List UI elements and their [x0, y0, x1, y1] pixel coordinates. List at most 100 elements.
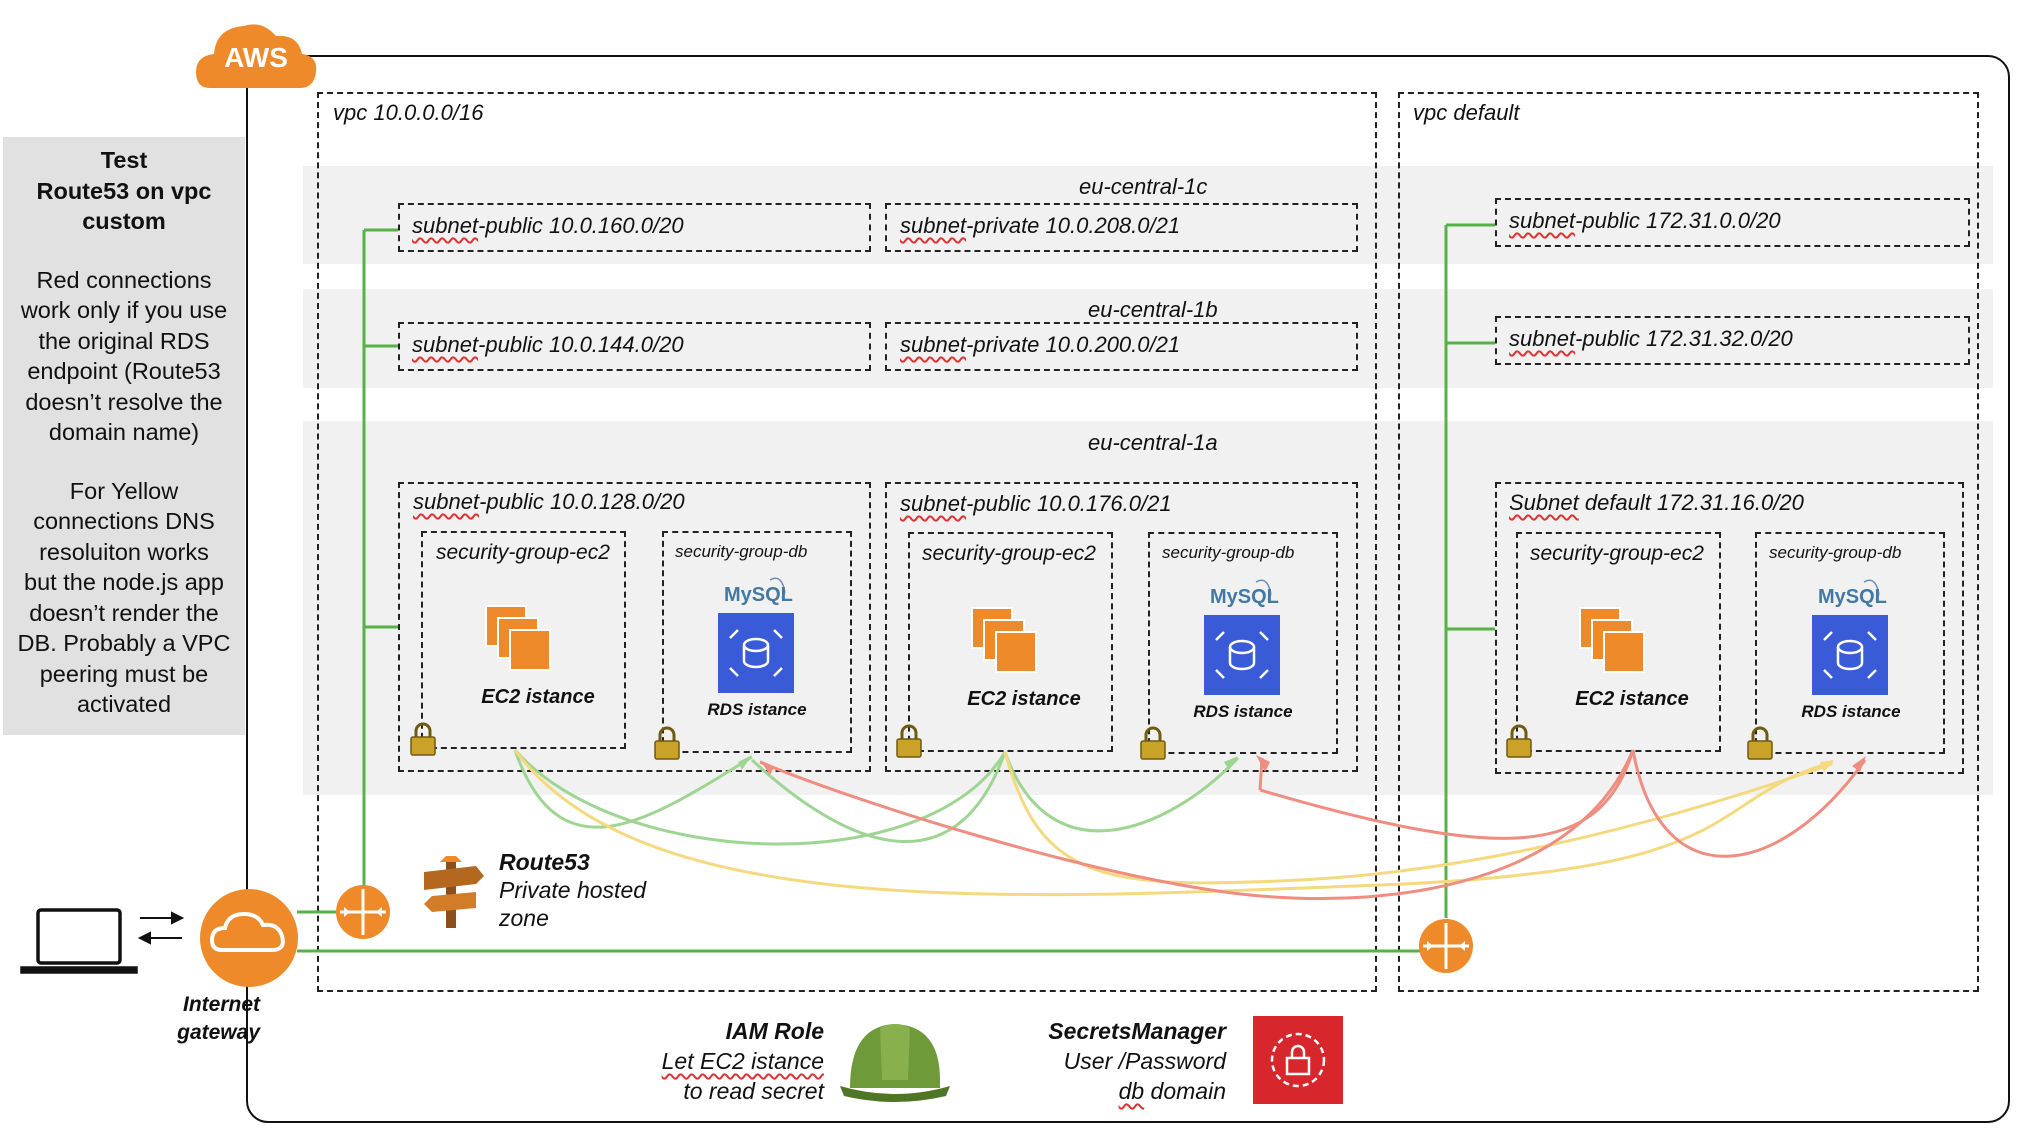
- secrets-manager-title: SecretsManager: [1048, 1018, 1226, 1044]
- note-title-3: custom: [82, 208, 166, 234]
- subnet-label-private-200: subnet-private 10.0.200.0/21: [900, 332, 1181, 357]
- ec2-icon-a1: [485, 605, 551, 671]
- iam-role-line1: Let EC2 istance: [661, 1048, 824, 1074]
- sg-db-label-a1: security-group-db: [675, 542, 808, 561]
- padlock-icon: [410, 722, 436, 756]
- sg-db-label-d: security-group-db: [1769, 543, 1902, 562]
- vpc-custom-box: [317, 92, 1377, 992]
- vpc-default-label: vpc default: [1413, 100, 1520, 125]
- yellow-connections: [513, 749, 1834, 897]
- aws-badge-label: AWS: [224, 42, 288, 73]
- subnet-label-public-144: subnet-public 10.0.144.0/20: [412, 332, 684, 357]
- note-yellow-7: peering must be: [39, 660, 209, 687]
- az-label-1b: eu-central-1b: [1088, 297, 1218, 322]
- route53-label: Route53 Private hosted zone: [499, 848, 646, 932]
- subnet-label-public-176: subnet-public 10.0.176.0/21: [900, 491, 1172, 516]
- sg-ec2-box-a1: [421, 531, 626, 749]
- secrets-manager-line2: db domain: [1118, 1078, 1226, 1104]
- internet-gateway-icon: [200, 889, 298, 987]
- vpc-custom-label: vpc 10.0.0.0/16: [333, 100, 484, 125]
- padlock-icons: [410, 722, 1773, 760]
- note-yellow-3: resoluiton works: [39, 538, 209, 565]
- padlock-icon: [654, 726, 680, 760]
- subnet-public-160-box: [398, 203, 871, 252]
- mysql-dolphin-icons: [769, 577, 1880, 601]
- rds-icon-a1: [718, 613, 794, 693]
- subnet-default-16-box: [1495, 482, 1964, 774]
- az-label-1c: eu-central-1c: [1079, 174, 1208, 199]
- internet-gateway-line2: gateway: [177, 1021, 260, 1044]
- secrets-manager-line1: User /Password: [1063, 1048, 1226, 1074]
- route-lines-custom: [297, 228, 398, 914]
- sg-ec2-label-a2: security-group-ec2: [922, 542, 1096, 565]
- subnet-private-208-box: [885, 203, 1358, 252]
- mysql-logo-a2: MySQL: [1210, 586, 1279, 608]
- sg-db-box-d: [1755, 532, 1945, 754]
- route53-title: Route53: [499, 849, 590, 875]
- green-connections: [513, 749, 1240, 846]
- test-note-panel: Test Route53 on vpc custom Red connectio…: [3, 137, 245, 735]
- sg-ec2-label-d: security-group-ec2: [1530, 542, 1704, 565]
- note-red-2: work only if you use: [20, 297, 228, 323]
- ec2-label-a2: EC2 istance: [967, 688, 1081, 710]
- mysql-logo-a1: MySQL: [724, 584, 793, 606]
- iam-role-label: IAM Role Let EC2 istance to read secret: [600, 1016, 824, 1106]
- az-label-1a: eu-central-1a: [1088, 430, 1218, 455]
- bidirectional-arrows-icon: [137, 911, 185, 945]
- subnet-public-176-box: [885, 482, 1358, 772]
- note-title-1: Test: [100, 147, 148, 173]
- router-icon-default: [1419, 919, 1473, 973]
- laptop-icon: [20, 908, 138, 974]
- note-yellow-6: DB. Probably a VPC: [17, 630, 231, 656]
- iam-role-line2: to read secret: [683, 1078, 824, 1104]
- ec2-icon-a2: [971, 607, 1037, 673]
- subnet-label-default-16: Subnet default 172.31.16.0/20: [1509, 490, 1804, 515]
- iam-role-title: IAM Role: [725, 1018, 824, 1044]
- ec2-label-a1: EC2 istance: [481, 686, 595, 708]
- aws-cloud-boundary: [246, 55, 2010, 1123]
- secrets-manager-label: SecretsManager User /Password db domain: [1000, 1016, 1226, 1106]
- router-icon-custom: [336, 885, 390, 939]
- subnet-private-200-box: [885, 322, 1358, 371]
- rds-label-a2: RDS istance: [1193, 702, 1293, 721]
- arrow-heads: [738, 755, 1866, 775]
- vpc-default-box: [1398, 92, 1979, 992]
- note-red-3: the original RDS: [38, 327, 210, 354]
- az-band-1b: [303, 289, 1993, 388]
- note-red-5: doesn’t resolve the: [25, 388, 223, 415]
- rds-icon-d: [1812, 615, 1888, 695]
- route-lines-default: [297, 223, 1495, 953]
- ec2-icon-d: [1579, 607, 1645, 673]
- rds-icon-a2: [1204, 615, 1280, 695]
- subnet-public-32-box: [1495, 316, 1970, 365]
- sg-db-box-a1: [662, 531, 852, 753]
- subnet-label-public-128: subnet-public 10.0.128.0/20: [413, 489, 685, 514]
- note-yellow-1: For Yellow: [69, 477, 179, 504]
- sg-db-box-a2: [1148, 532, 1338, 754]
- route53-line1: Private hosted: [499, 877, 647, 903]
- sg-db-label-a2: security-group-db: [1162, 543, 1295, 562]
- subnet-label-private-208: subnet-private 10.0.208.0/21: [900, 213, 1181, 238]
- note-title-2: Route53 on vpc: [36, 177, 212, 204]
- route53-line2: zone: [499, 905, 549, 931]
- az-band-1c: [303, 166, 1993, 264]
- subnet-label-public-32: subnet-public 172.31.32.0/20: [1509, 326, 1793, 351]
- note-yellow-4: but the node.js app: [24, 569, 224, 595]
- rds-label-d: RDS istance: [1801, 702, 1901, 721]
- sg-ec2-box-a2: [908, 532, 1113, 752]
- note-yellow-2: connections DNS: [33, 508, 215, 534]
- subnet-public-0-box: [1495, 198, 1970, 247]
- subnet-label-public-0: subnet-public 172.31.0.0/20: [1509, 208, 1781, 233]
- ec2-label-d: EC2 istance: [1575, 688, 1689, 710]
- subnet-label-public-160: subnet-public 10.0.160.0/20: [412, 213, 684, 238]
- note-red-1: Red connections: [36, 266, 212, 293]
- note-yellow-5: doesn’t render the: [29, 599, 219, 626]
- iam-role-helmet-icon: [840, 1024, 950, 1102]
- padlock-icon: [1140, 726, 1166, 760]
- note-red-6: domain name): [48, 419, 200, 445]
- padlock-icon: [1747, 726, 1773, 760]
- rds-label-a1: RDS istance: [707, 700, 807, 719]
- subnet-public-144-box: [398, 322, 871, 371]
- padlock-icon: [896, 724, 922, 758]
- internet-gateway-line1: Internet: [182, 993, 260, 1016]
